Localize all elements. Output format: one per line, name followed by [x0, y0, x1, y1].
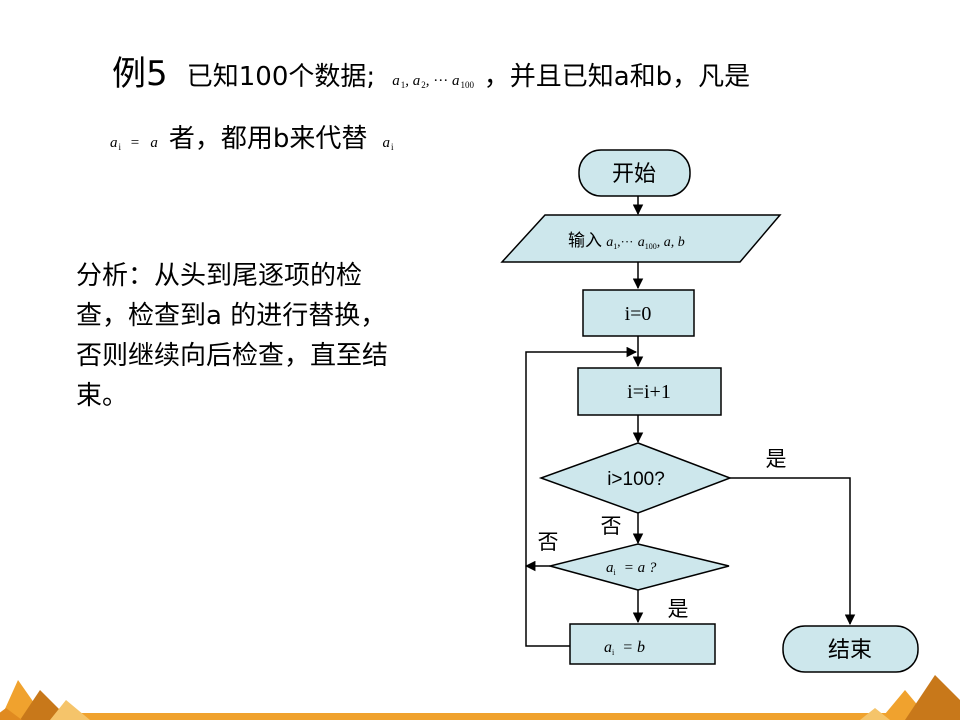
sequence: a1, a2, ··· a100	[392, 73, 474, 90]
cond2-no-label: 否	[538, 530, 559, 554]
condition-equals: =	[130, 135, 140, 151]
condition-a: a	[150, 135, 158, 151]
init-node	[582, 289, 695, 337]
edge-loop-back	[525, 346, 638, 647]
condition-line: ai = a 者，都用b来代替 ai	[110, 118, 394, 155]
end-terminal	[782, 625, 919, 673]
condition-ai2: ai	[382, 135, 394, 152]
increment-label: i=i+1	[627, 381, 671, 403]
start-terminal	[578, 149, 691, 197]
edge-cond1-yes	[730, 477, 856, 626]
decorative-footer	[0, 675, 960, 720]
condition-ai: ai	[110, 135, 122, 152]
start-label: 开始	[612, 161, 656, 186]
cond1-yes-label: 是	[766, 447, 787, 471]
cond2-yes-label: 是	[668, 597, 689, 621]
end-label: 结束	[828, 638, 872, 663]
heading-intro: 已知100个数据;	[186, 62, 376, 92]
init-label: i=0	[625, 303, 652, 325]
input-node	[500, 214, 782, 263]
increment-node	[577, 367, 722, 416]
cond1-label: i>100?	[607, 469, 665, 490]
heading-tail: ，并且已知a和b，凡是	[483, 62, 751, 92]
assign-label: ai= b	[604, 639, 645, 657]
input-text: 输入 a1,··· a100, a, b	[568, 231, 685, 251]
cond1-no-label: 否	[601, 514, 622, 538]
cond2-label: ai= a ?	[606, 560, 657, 577]
analysis-text: 分析：从头到尾逐项的检查，检查到a 的进行替换，否则继续向后检查，直至结束。	[76, 261, 389, 411]
assign-node	[569, 623, 716, 665]
example-label: 例5	[112, 54, 168, 94]
heading: 例5 已知100个数据; a1, a2, ··· a100 ，并且已知a和b，凡…	[112, 46, 751, 94]
condition-text: 者，都用b来代替	[168, 124, 368, 154]
